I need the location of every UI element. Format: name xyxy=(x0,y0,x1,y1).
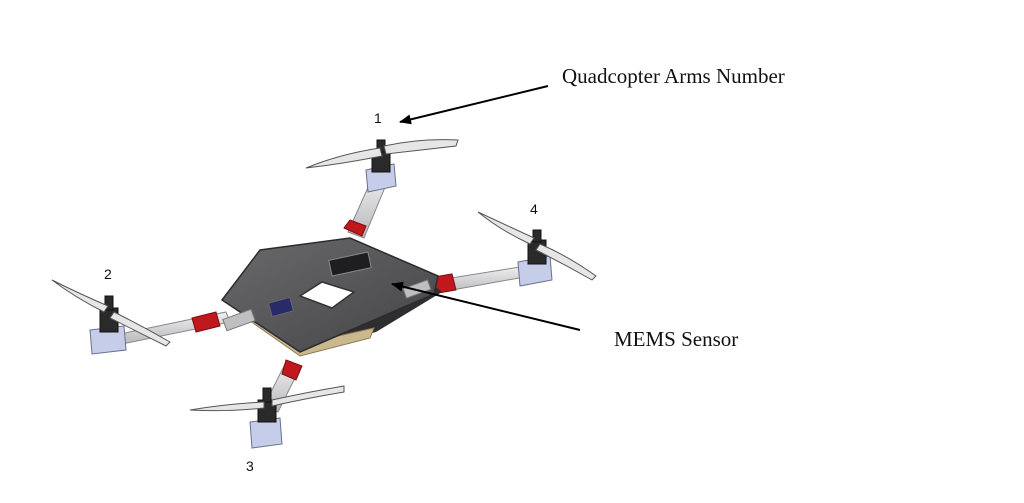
arm-4 xyxy=(425,265,531,295)
sensor-label: MEMS Sensor xyxy=(614,327,738,351)
controller-board xyxy=(267,296,295,318)
mems-sensor-board xyxy=(328,251,372,277)
arm-number-4: 4 xyxy=(530,201,538,217)
frame-center-cutout xyxy=(298,281,356,309)
propeller-3a xyxy=(189,401,265,412)
motor-1 xyxy=(305,139,459,193)
propeller-1b xyxy=(383,139,459,155)
motor-4 xyxy=(477,211,597,287)
arm-number-1: 1 xyxy=(374,110,382,126)
arm-number-2: 2 xyxy=(104,266,112,282)
side-bracket-right xyxy=(402,279,432,299)
propeller-2a xyxy=(51,279,109,313)
side-bracket-left xyxy=(222,308,256,332)
arm-3-connector xyxy=(281,359,303,381)
propeller-3b xyxy=(271,385,345,407)
propeller-4b xyxy=(535,243,597,281)
arms-label: Quadcopter Arms Number xyxy=(562,64,785,88)
motor-3 xyxy=(189,385,345,449)
arm-2-connector xyxy=(191,311,221,333)
motor-2 xyxy=(51,279,171,355)
arm-1-connector xyxy=(343,219,367,237)
propeller-4a xyxy=(477,211,535,245)
arms-label-arrow xyxy=(399,85,549,125)
propeller-1a xyxy=(305,147,383,169)
propeller-2b xyxy=(109,311,171,347)
arm-number-3: 3 xyxy=(246,458,254,474)
sensor-label-arrow xyxy=(391,281,581,331)
frame-body xyxy=(220,237,442,357)
